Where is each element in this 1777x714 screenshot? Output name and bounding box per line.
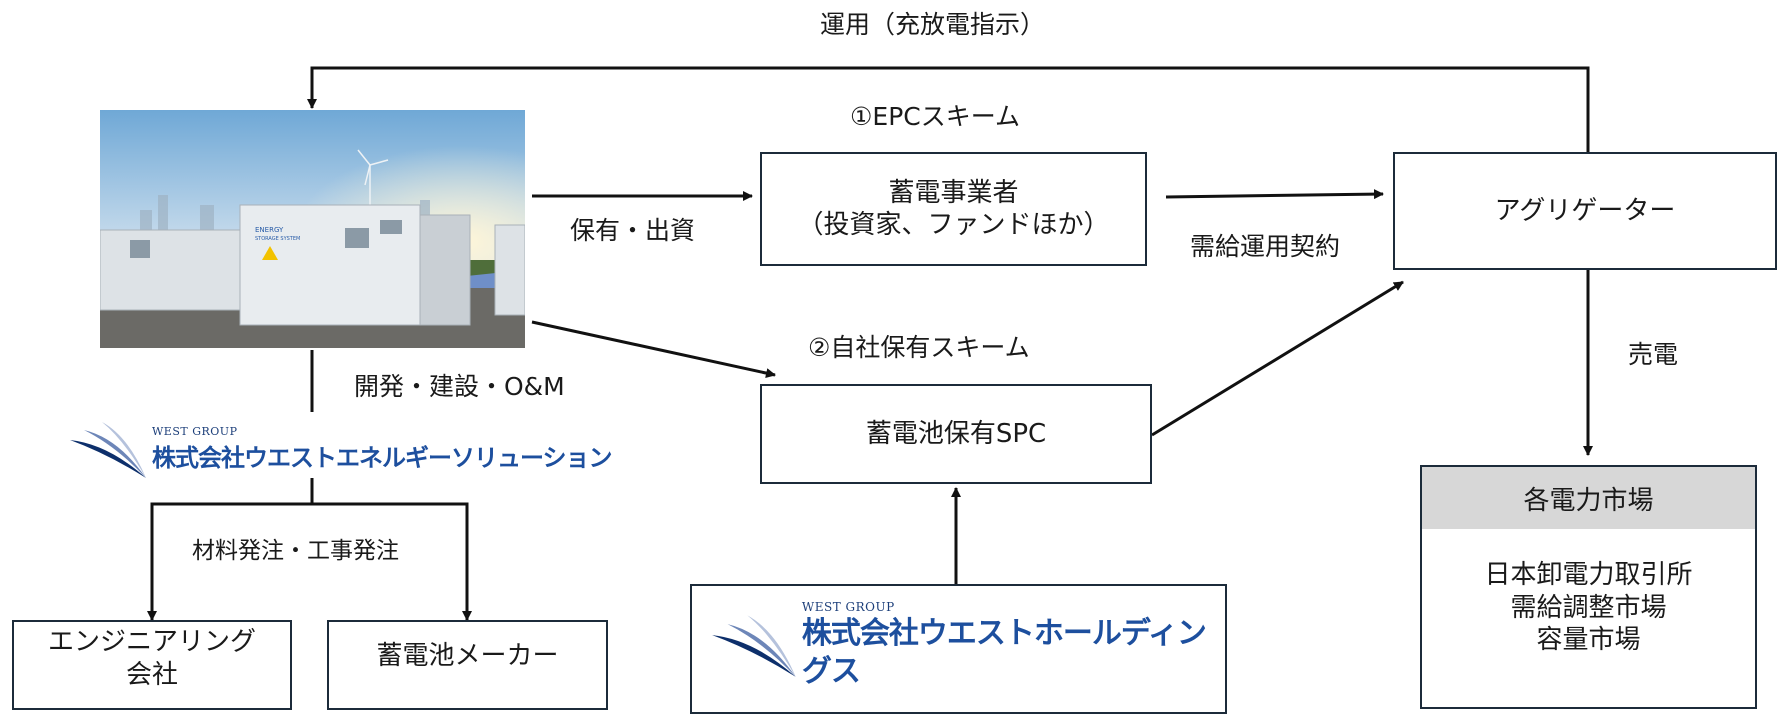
swoosh-logo-icon bbox=[712, 615, 796, 677]
spc-label: 蓄電池保有SPC bbox=[865, 418, 1047, 449]
development-label: 開発・建設・O&M bbox=[354, 372, 565, 401]
aggregator-box: アグリゲーター bbox=[1393, 152, 1777, 270]
battery-site-photo: ENERGY STORAGE SYSTEM bbox=[100, 110, 525, 348]
aggregator-label: アグリゲーター bbox=[1494, 195, 1676, 226]
storage-operator-title: 蓄電事業者 bbox=[888, 177, 1019, 208]
market-item: 需給調整市場 bbox=[1510, 592, 1667, 623]
container-label-2: STORAGE SYSTEM bbox=[255, 236, 300, 242]
operation-arrow bbox=[307, 66, 1590, 152]
engineering-line2: 会社 bbox=[125, 659, 178, 690]
supply-contract-label: 需給運用契約 bbox=[1190, 232, 1341, 261]
energy-solution-logo: WEST GROUP 株式会社ウエストエネルギーソリューション bbox=[68, 418, 613, 480]
engineering-line1: エンジニアリング bbox=[47, 627, 256, 657]
market-item: 日本卸電力取引所 bbox=[1484, 560, 1693, 590]
connector-lines bbox=[147, 66, 1593, 621]
engineering-box: エンジニアリング 会社 bbox=[12, 620, 292, 710]
storage-operator-box: 蓄電事業者 （投資家、ファンドほか） bbox=[760, 152, 1147, 266]
ownership-label: 保有・出資 bbox=[570, 216, 696, 245]
market-item: 容量市場 bbox=[1536, 625, 1641, 655]
battery-maker-box: 蓄電池メーカー bbox=[327, 620, 608, 710]
market-header-label: 各電力市場 bbox=[1523, 485, 1654, 516]
holdings-group: WEST GROUP bbox=[801, 600, 895, 614]
ordering-label: 材料発注・工事発注 bbox=[192, 538, 399, 564]
spc-aggregator-arrow bbox=[1151, 280, 1404, 437]
battery-maker-label: 蓄電池メーカー bbox=[376, 641, 559, 671]
holdings-logo: WEST GROUP 株式会社ウエストホールディングス bbox=[710, 600, 1225, 690]
own-scheme-label: ②自社保有スキーム bbox=[808, 333, 1030, 362]
spc-box: 蓄電池保有SPC bbox=[760, 384, 1152, 484]
swoosh-logo-icon bbox=[70, 422, 146, 478]
market-list: 日本卸電力取引所 需給調整市場 容量市場 bbox=[1420, 529, 1757, 709]
energy-solution-group: WEST GROUP bbox=[152, 425, 238, 438]
operation-label: 運用（充放電指示） bbox=[820, 10, 1046, 39]
container-label-1: ENERGY bbox=[255, 226, 284, 234]
own-scheme-arrow bbox=[531, 320, 776, 378]
storage-operator-subtitle: （投資家、ファンドほか） bbox=[797, 210, 1110, 240]
market-header: 各電力市場 bbox=[1420, 465, 1757, 531]
energy-solution-name: 株式会社ウエストエネルギーソリューション bbox=[152, 444, 613, 472]
order-branch bbox=[150, 502, 469, 612]
supply-contract-arrow bbox=[1165, 189, 1384, 200]
holdings-name: 株式会社ウエストホールディングス bbox=[801, 616, 1207, 689]
epc-scheme-label: ①EPCスキーム bbox=[850, 102, 1020, 131]
holdings-box: WEST GROUP 株式会社ウエストホールディングス bbox=[690, 584, 1227, 714]
power-sale-label: 売電 bbox=[1628, 340, 1679, 369]
